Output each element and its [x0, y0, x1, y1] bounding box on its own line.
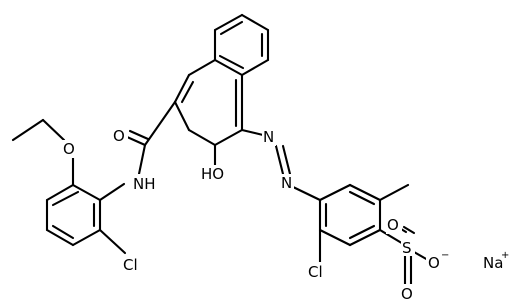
- amide-nh-label: NH: [133, 175, 156, 193]
- ethoxy-group: [11, 118, 75, 187]
- chloro-bond-anilide: [98, 228, 127, 255]
- anilide-ring: [45, 182, 126, 247]
- carbonyl-oxygen-label: O: [113, 127, 125, 145]
- sulfur-label: S: [402, 239, 412, 257]
- naphthalene-upper-ring: [213, 13, 270, 77]
- ether-oxygen-label: O: [63, 140, 75, 158]
- anionic-oxygen-label: O: [428, 254, 440, 272]
- azo-linkage: [240, 128, 322, 202]
- sulfonyl-oxygen-2-label: O: [401, 285, 413, 303]
- methyl-bond: [378, 183, 410, 202]
- anion-charge: −: [441, 250, 449, 261]
- sulfonate-group: [378, 224, 430, 292]
- anilide-chlorine-label: Cl: [123, 256, 138, 274]
- sodium-counterion-label: Na: [483, 254, 503, 272]
- cation-charge: +: [501, 250, 509, 261]
- sulfonyl-oxygen-1-label: O: [387, 216, 399, 234]
- amide-group: [125, 100, 177, 176]
- azo-nitrogen-2-label: N: [281, 174, 292, 192]
- hydroxyl-label: HO: [201, 165, 224, 183]
- sulfonate-ring: [318, 183, 382, 247]
- ring-chlorine-label: Cl: [308, 263, 323, 281]
- naphthalene-lower-ring: [173, 58, 244, 147]
- azo-nitrogen-1-label: N: [263, 128, 274, 146]
